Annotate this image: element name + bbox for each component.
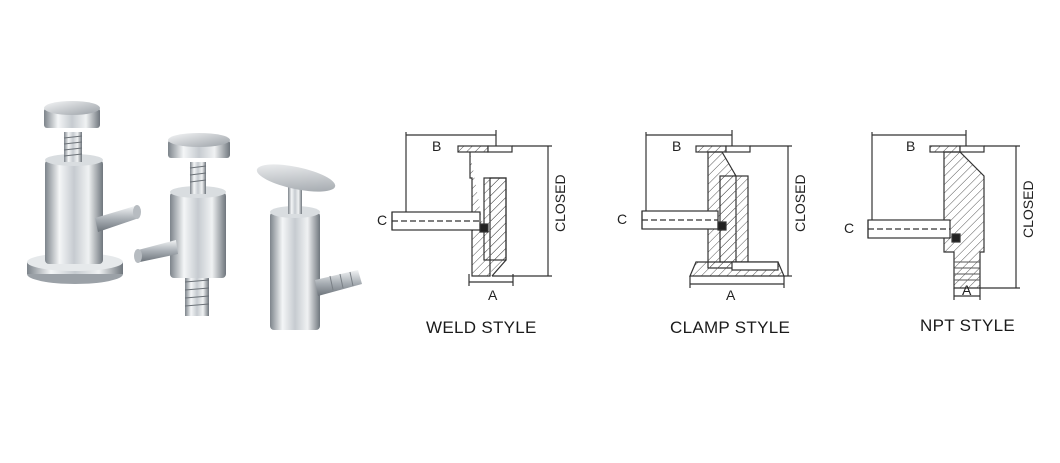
- diagram-caption: CLAMP STYLE: [670, 318, 791, 337]
- dim-label-c: C: [617, 211, 628, 227]
- clamp-style-drawing: [641, 130, 792, 288]
- npt-valve-photo: [134, 133, 230, 316]
- dim-label-c: C: [377, 212, 388, 228]
- clamp-style-diagram: B C A CLOSED CLAMP STYLE: [612, 0, 822, 458]
- dim-label-closed: CLOSED: [552, 174, 568, 232]
- dim-label-a: A: [962, 282, 972, 298]
- dim-label-a: A: [726, 287, 736, 303]
- diagram-caption: NPT STYLE: [920, 316, 1015, 335]
- weld-style-drawing: [391, 130, 552, 286]
- weld-valve-photo: [256, 164, 362, 330]
- dim-label-a: A: [488, 287, 498, 303]
- dim-label-c: C: [844, 220, 855, 236]
- clamp-valve-photo: [27, 101, 141, 284]
- dim-label-b: B: [906, 138, 916, 154]
- dim-label-b: B: [432, 138, 442, 154]
- product-photo: [27, 101, 362, 330]
- dim-label-closed: CLOSED: [792, 174, 808, 232]
- dim-label-closed: CLOSED: [1020, 180, 1036, 238]
- diagram-caption: WELD STYLE: [426, 318, 537, 337]
- dim-label-b: B: [672, 138, 682, 154]
- npt-style-drawing: [867, 130, 1020, 300]
- weld-style-diagram: B C A CLOSED WELD STYLE: [372, 0, 582, 458]
- npt-style-diagram: B C A CLOSED NPT STYLE: [840, 0, 1050, 458]
